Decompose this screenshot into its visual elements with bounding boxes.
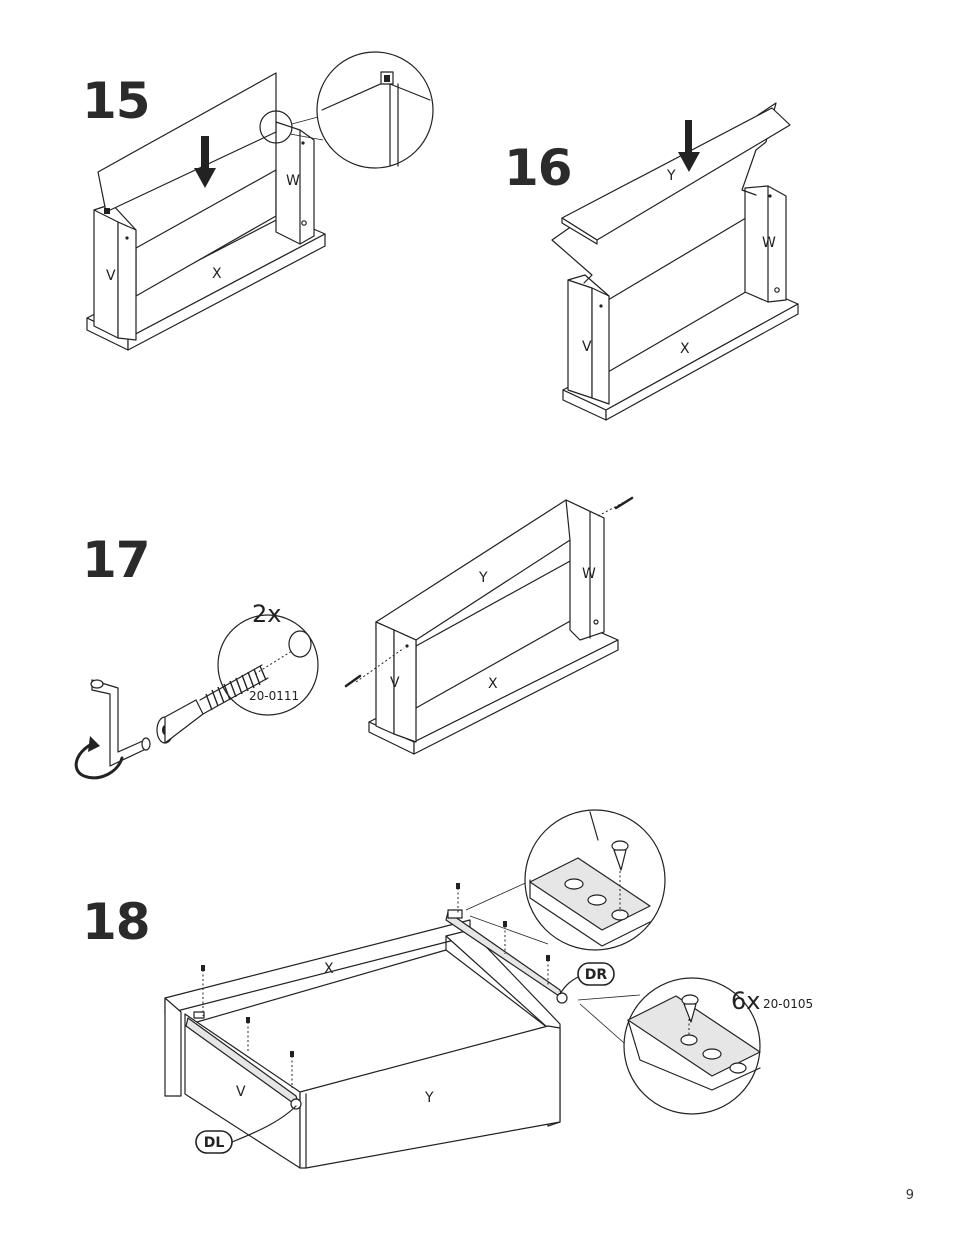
step-18-label-y: Y [424, 1090, 434, 1106]
step-15-illustration: V X W [86, 51, 434, 351]
step-16-illustration: Y W V X [551, 102, 799, 421]
step-18-label-x: X [324, 961, 334, 977]
step-17-part-code: 20-0111 [249, 689, 299, 703]
step-17-label-w: W [582, 566, 596, 582]
step-17-quantity: 2x [252, 600, 281, 628]
step-18-tag-dr: DR [585, 967, 608, 983]
step-16-number: 16 [504, 139, 573, 197]
page-number: 9 [905, 1188, 914, 1203]
step-18-tag-dl: DL [204, 1135, 225, 1151]
step-18-part-code: 20-0105 [763, 997, 813, 1011]
step-15-label-v: V [106, 268, 116, 284]
step-17-cabinet-illustration: Y W V X [344, 496, 634, 755]
step-15-label-x: X [212, 266, 222, 282]
step-16-label-w: W [762, 235, 776, 251]
step-17-label-x: X [488, 676, 498, 692]
step-17-number: 17 [82, 531, 151, 589]
step-17-label-v: V [390, 675, 400, 691]
step-15-label-w: W [286, 173, 300, 189]
step-16-label-x: X [680, 341, 690, 357]
step-17-label-y: Y [478, 570, 488, 586]
step-16-label-y: Y [666, 168, 676, 184]
step-15-number: 15 [82, 72, 151, 130]
step-17-tool-illustration: 2x 20-0111 [74, 600, 319, 780]
step-18-quantity: 6x [731, 987, 760, 1015]
step-18-drawer-illustration: DL DR X V Y 6x 20-0105 [164, 809, 813, 1169]
step-18-number: 18 [82, 893, 151, 951]
step-16-label-v: V [582, 339, 592, 355]
step-18-label-v: V [236, 1084, 246, 1100]
